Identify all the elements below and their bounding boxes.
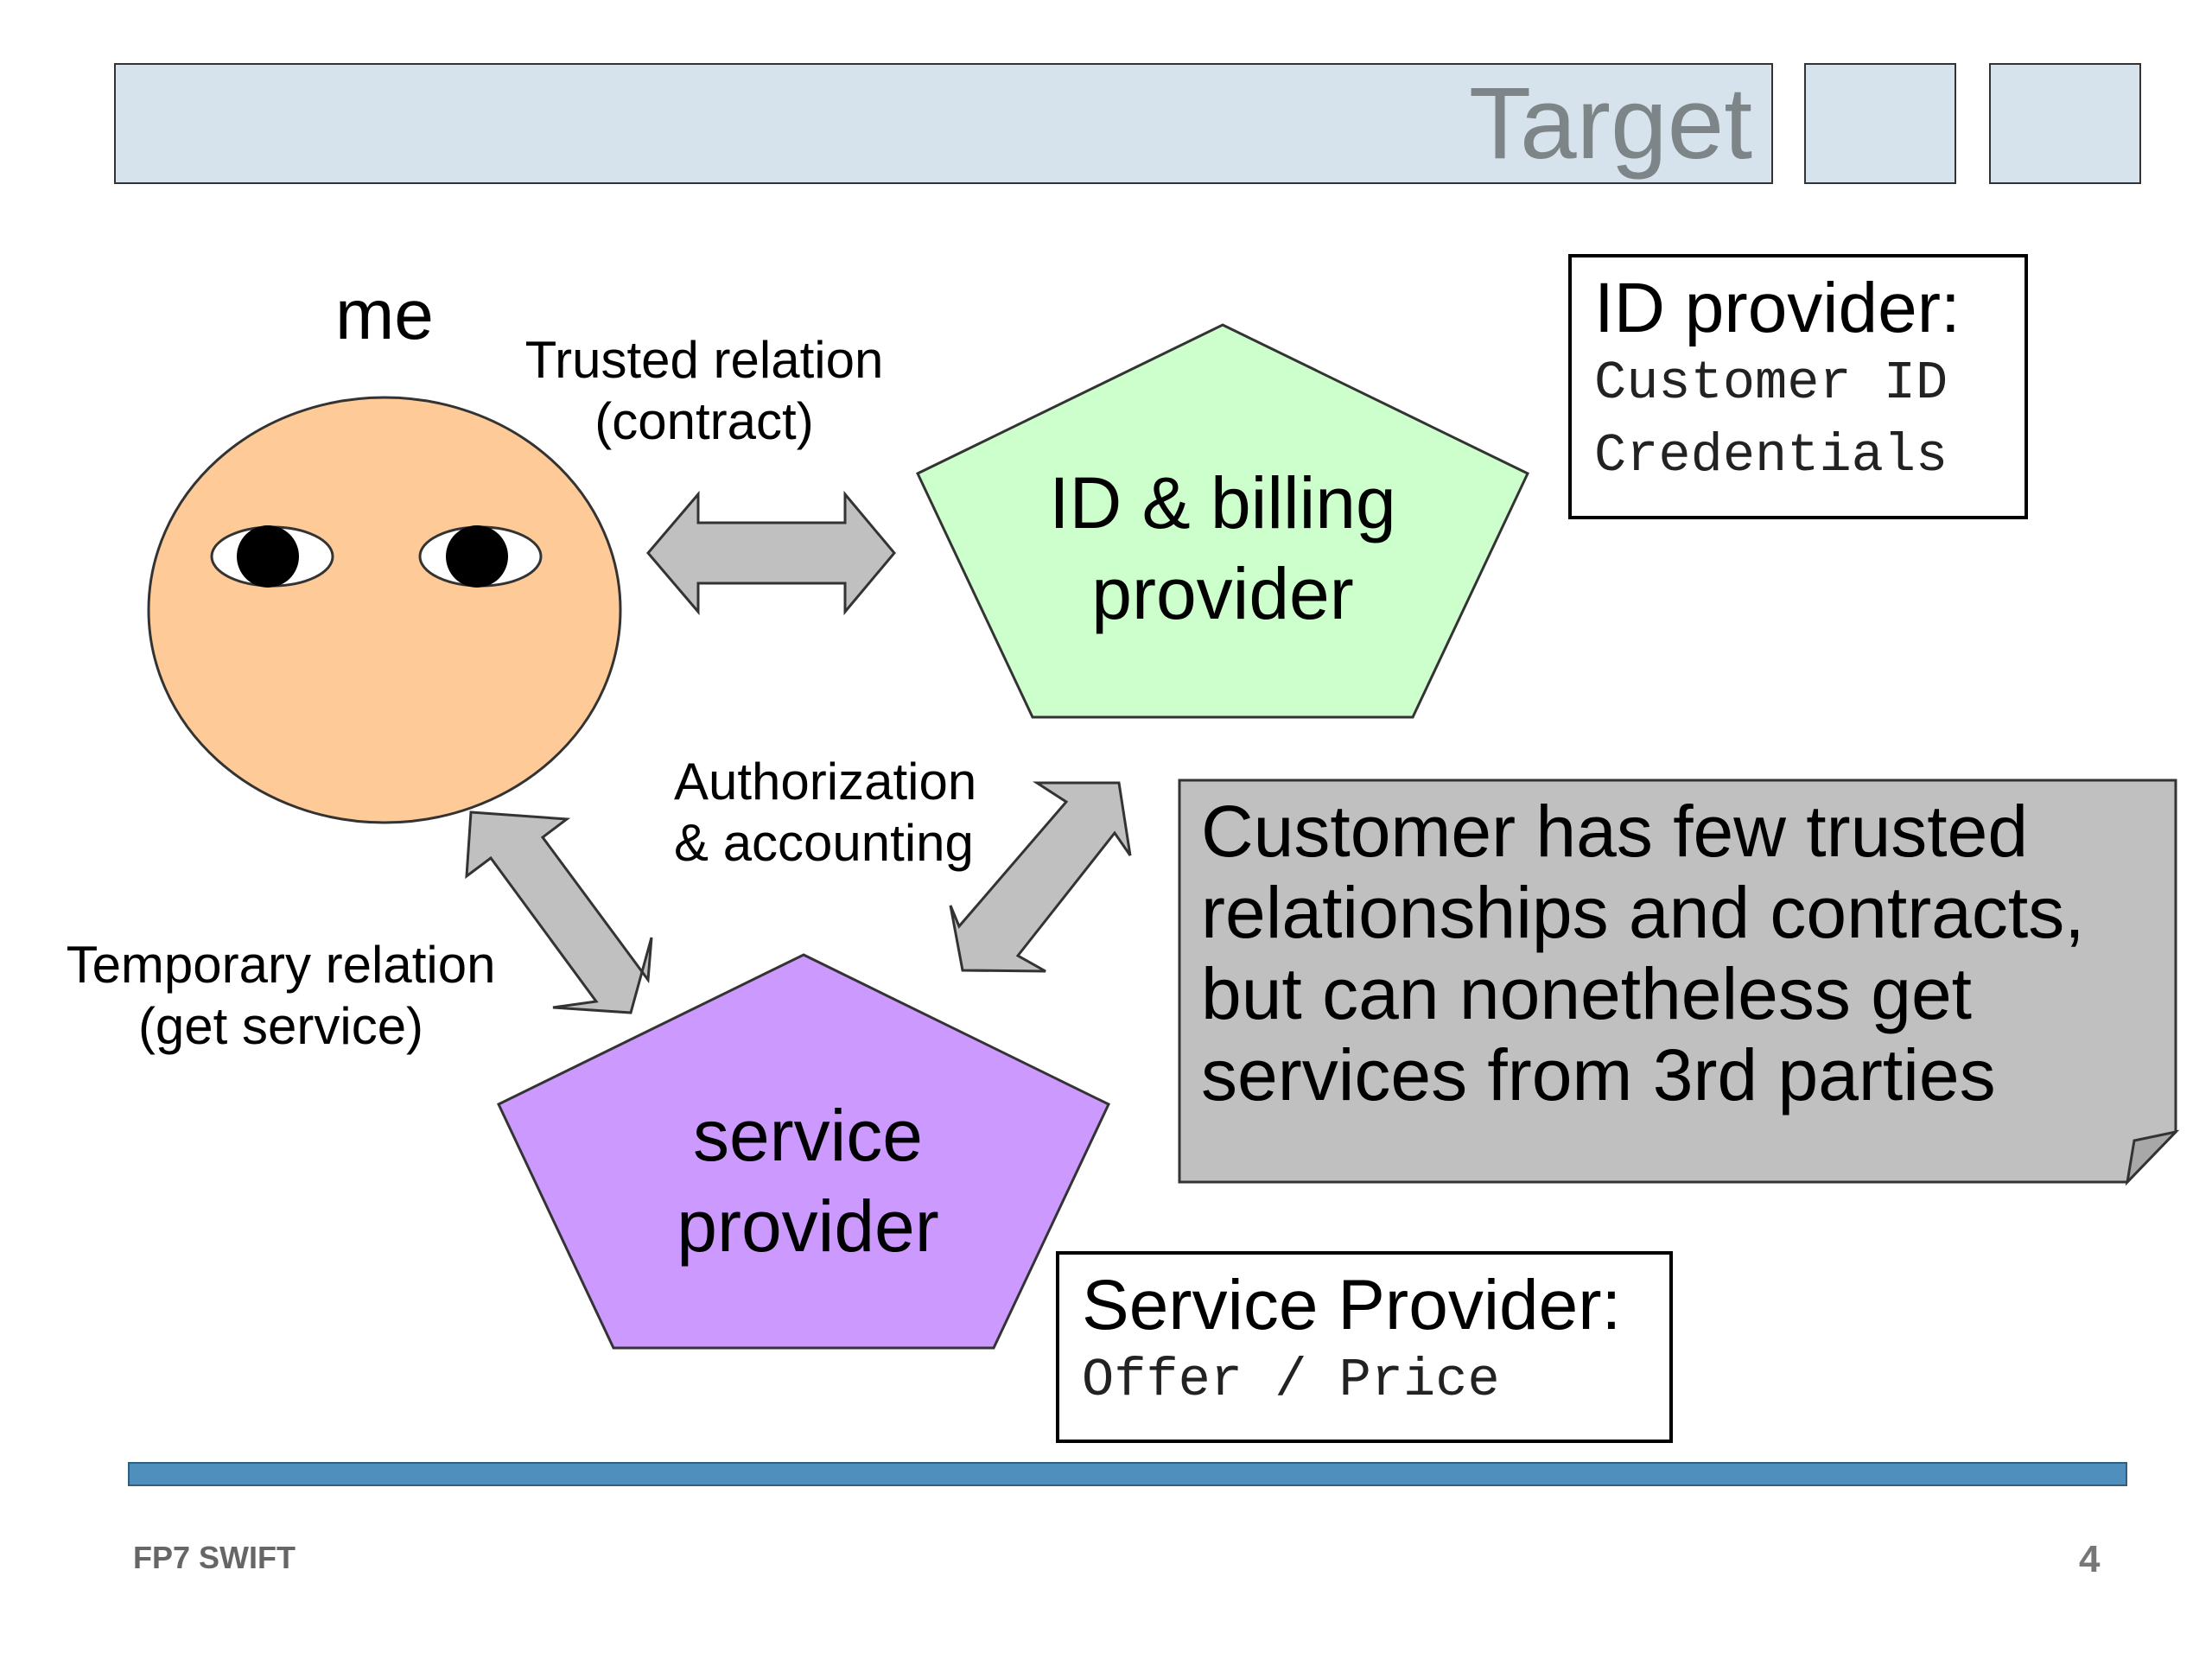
authorization-line2: & accounting	[674, 813, 974, 872]
authorization-arrow	[949, 781, 1132, 973]
title-bar: Target	[114, 63, 1773, 184]
id-provider-item-credentials: Credentials	[1594, 424, 1948, 486]
id-billing-line2: provider	[1091, 553, 1354, 634]
label-me: me	[335, 276, 434, 354]
temporary-relation-arrow	[465, 810, 653, 1014]
note-line4: services from 3rd parties	[1201, 1034, 1996, 1116]
slide-title: Target	[1469, 67, 1752, 181]
service-provider-line1: service	[692, 1095, 924, 1176]
right-pupil	[446, 525, 508, 588]
id-provider-box: ID provider: Customer ID Credentials	[1568, 254, 2028, 519]
service-provider-line2: provider	[677, 1185, 939, 1267]
note-text: Customer has few trusted relationships a…	[1201, 791, 2152, 1116]
trusted-relation-line2: (contract)	[594, 391, 814, 450]
title-decor-box-2	[1989, 63, 2141, 184]
id-provider-item-customer-id: Customer ID	[1594, 353, 1948, 415]
id-billing-line1: ID & billing	[1049, 462, 1396, 543]
trusted-relation-arrow	[646, 490, 896, 616]
label-temporary-relation: Temporary relation (get service)	[35, 935, 527, 1058]
customer-face	[147, 396, 622, 824]
temporary-relation-line1: Temporary relation	[66, 936, 496, 994]
note-line1: Customer has few trusted	[1201, 791, 2029, 872]
note-line3: but can nonetheless get	[1201, 953, 1973, 1035]
page-number: 4	[2079, 1538, 2101, 1580]
id-provider-heading: ID provider:	[1594, 269, 1961, 347]
footer-project-name: FP7 SWIFT	[133, 1540, 296, 1575]
service-provider-node	[497, 953, 1110, 1350]
service-provider-item-offer-price: Offer / Price	[1082, 1350, 1500, 1412]
footer-bar	[128, 1462, 2127, 1486]
id-billing-provider-label: ID & billing provider	[950, 458, 1495, 639]
authorization-line1: Authorization	[674, 753, 977, 810]
label-authorization: Authorization & accounting	[674, 752, 1037, 874]
service-provider-heading: Service Provider:	[1082, 1266, 1622, 1344]
face-circle	[147, 396, 622, 824]
label-trusted-relation: Trusted relation (contract)	[501, 330, 907, 453]
service-provider-label: service provider	[536, 1090, 1080, 1272]
note-callout	[1178, 779, 2180, 1186]
note-line2: relationships and contracts,	[1201, 872, 2085, 954]
id-billing-provider-node	[916, 323, 1529, 719]
temporary-relation-line2: (get service)	[137, 996, 424, 1055]
left-pupil	[237, 525, 299, 588]
title-decor-box-1	[1804, 63, 1956, 184]
trusted-relation-line1: Trusted relation	[524, 331, 884, 389]
service-provider-box: Service Provider: Offer / Price	[1056, 1251, 1673, 1443]
